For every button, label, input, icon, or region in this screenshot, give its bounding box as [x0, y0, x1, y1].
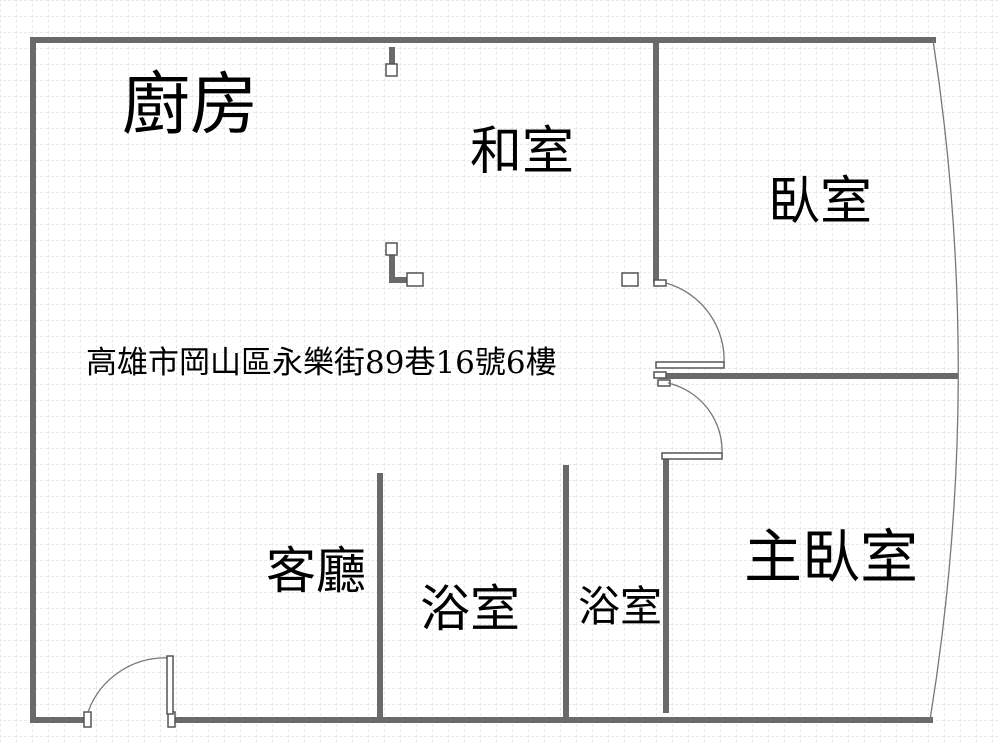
room-label-bathroom-1: 浴室 — [420, 580, 520, 638]
room-label-living-room: 客廳 — [266, 542, 366, 600]
room-label-bedroom: 臥室 — [768, 172, 873, 232]
outer-walls — [30, 37, 959, 723]
room-label-master-bedroom: 主臥室 — [744, 523, 919, 591]
entrance-door — [87, 655, 174, 715]
wall-jambs — [83, 63, 639, 728]
room-label-kitchen: 廚房 — [122, 66, 259, 145]
room-label-bathroom-2: 浴室 — [578, 582, 663, 631]
room-label-washitsu: 和室 — [470, 122, 575, 182]
bedroom-door — [653, 279, 725, 369]
address-label: 高雄市岡山區永樂街89巷16號6樓 — [86, 345, 557, 381]
interior-walls — [377, 37, 958, 723]
master-bedroom-door — [653, 371, 723, 460]
